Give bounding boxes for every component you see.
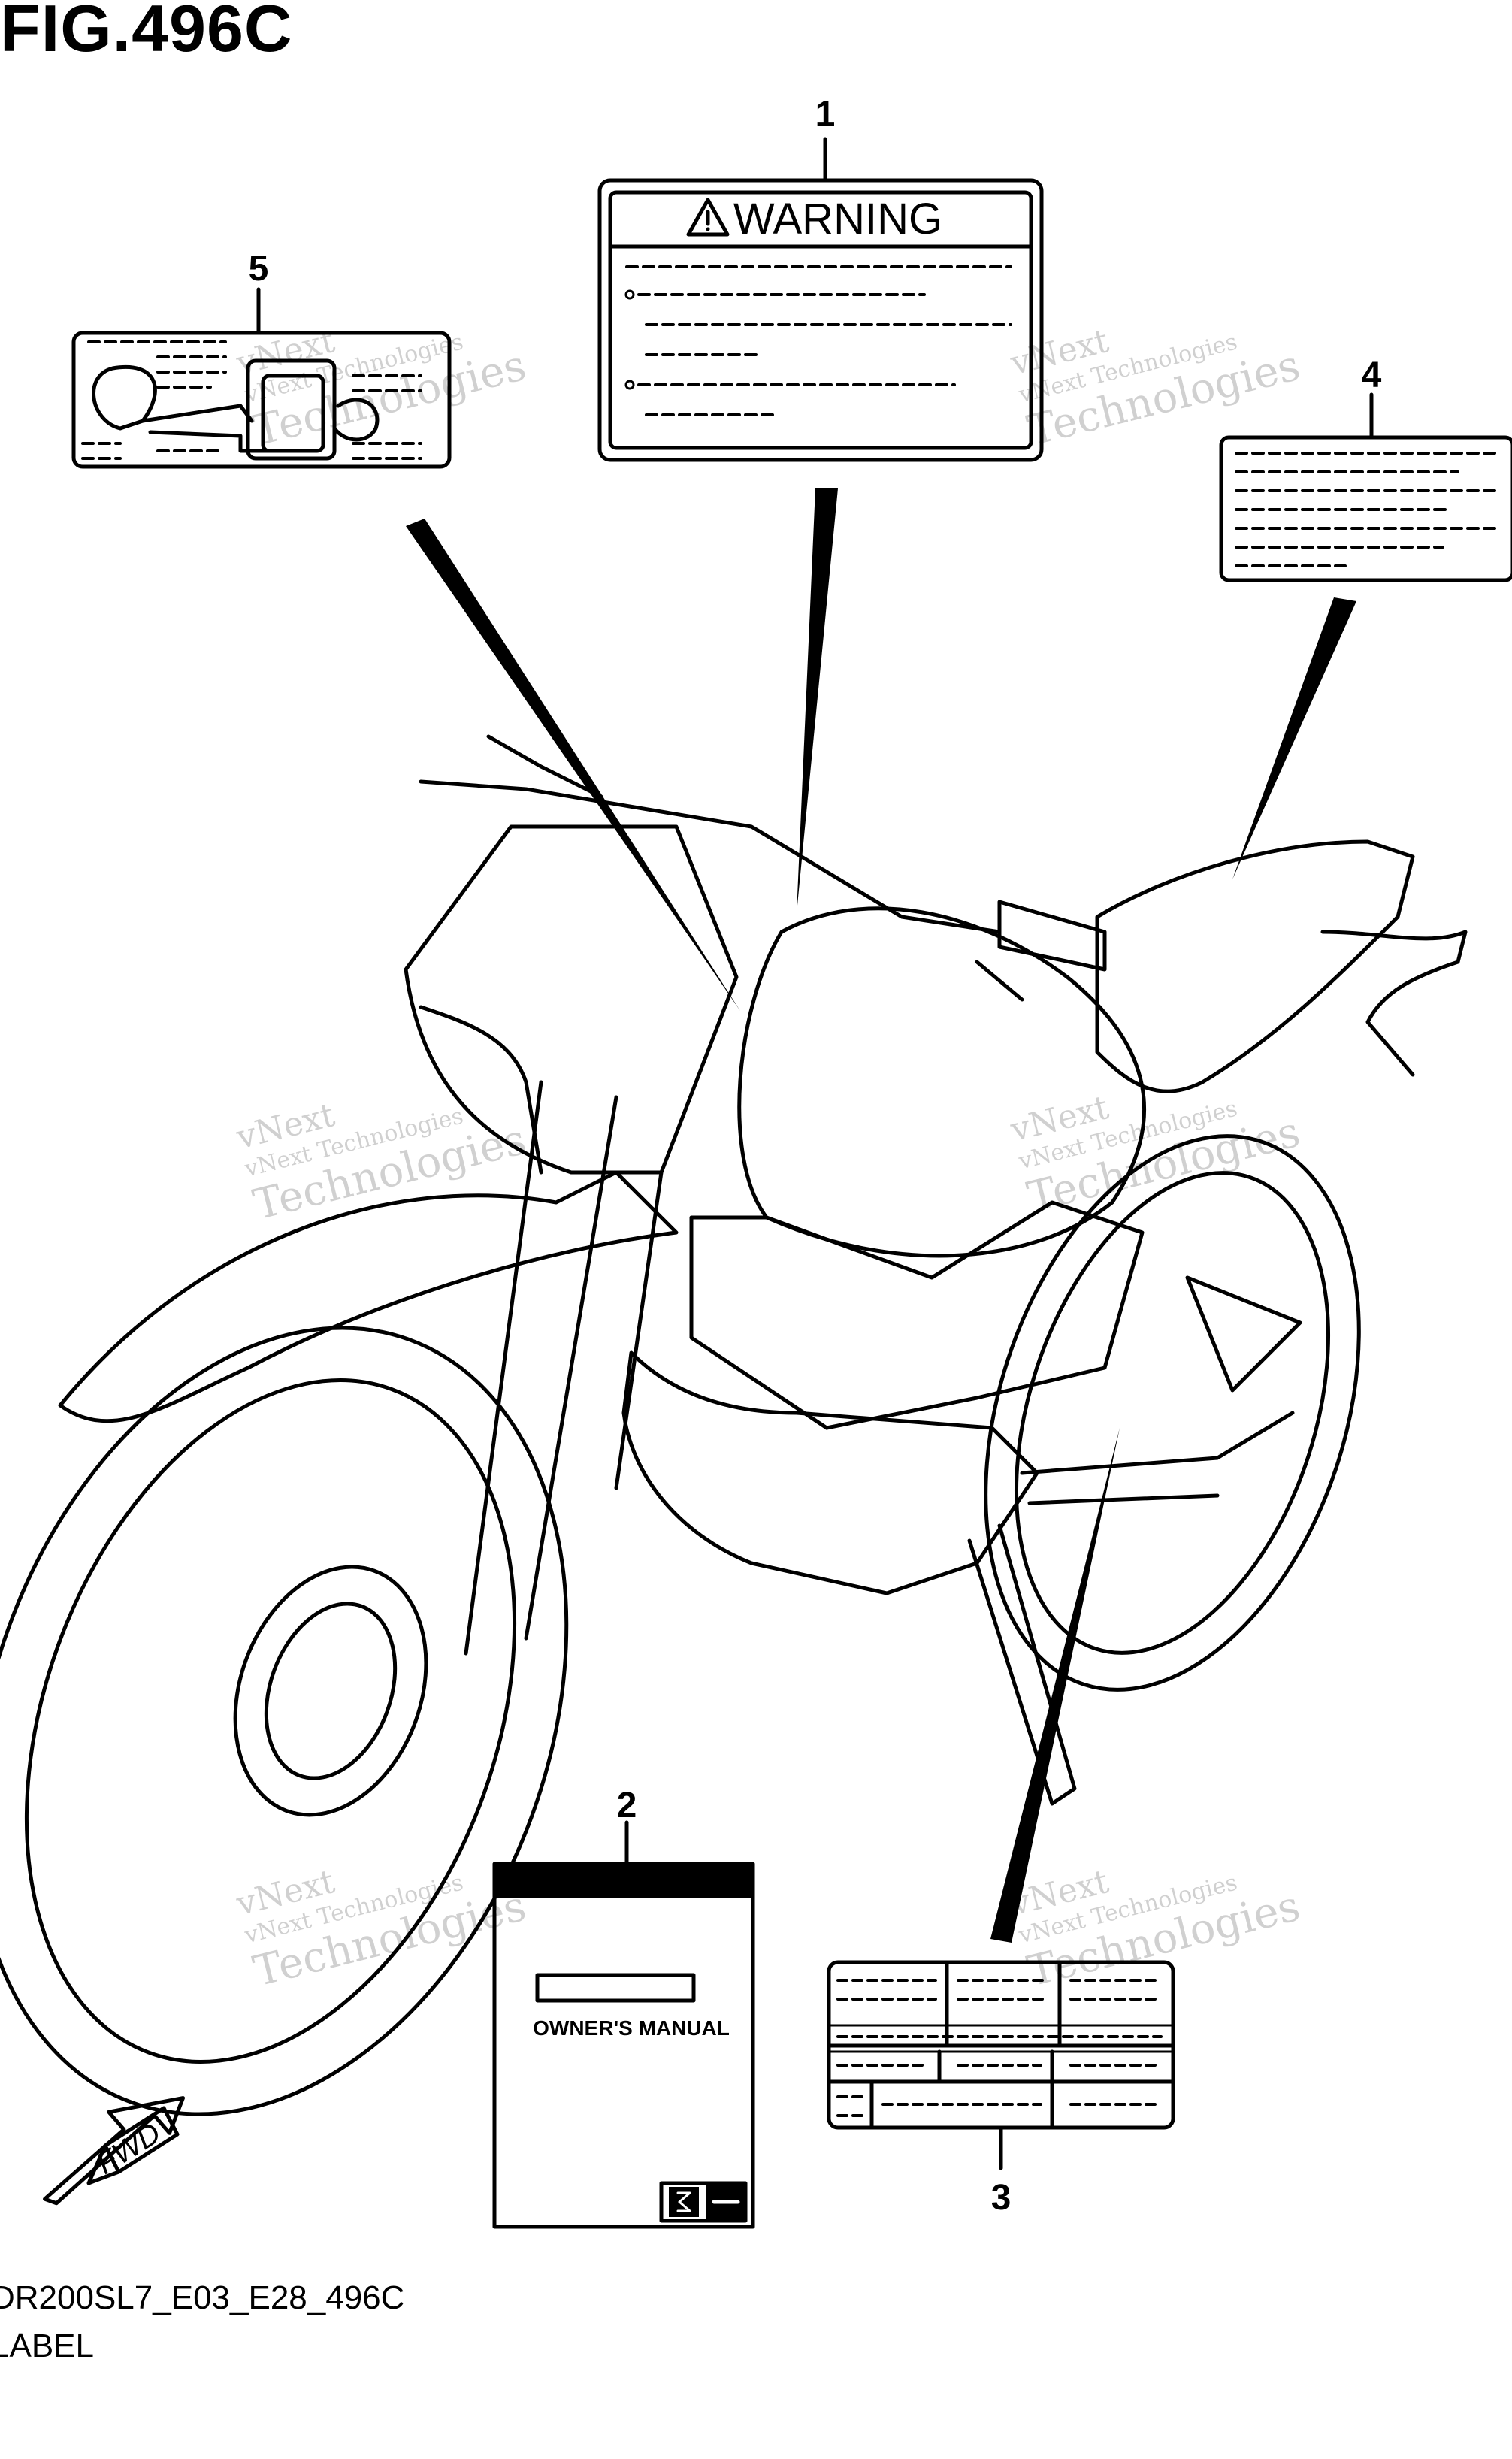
front-fender (58, 1170, 679, 1423)
section-name: LABEL (0, 2327, 94, 2364)
callout-4: 4 (1362, 355, 1382, 395)
leader-line-1 (797, 488, 838, 913)
seat (1095, 839, 1415, 1093)
manual-title: OWNER'S MANUAL (533, 2016, 730, 2040)
caution-label (1219, 435, 1512, 582)
emission-hose-label (71, 331, 452, 469)
callout-3: 3 (991, 2178, 1012, 2218)
warning-label (597, 178, 1044, 462)
motorcycle-outline (0, 734, 1468, 2116)
callout-2: 2 (617, 1786, 637, 1825)
rear-wheel (984, 1134, 1361, 1692)
side-stand (967, 1523, 1077, 1806)
information-label (827, 1960, 1175, 2130)
callout-1: 1 (815, 95, 836, 135)
owners-manual (492, 1862, 755, 2229)
headlight-cowl (404, 824, 739, 1175)
front-fork (464, 1080, 664, 1656)
warning-heading: WARNING (733, 195, 942, 243)
fwd-label: FWD (91, 2116, 167, 2181)
front-hub (233, 1565, 428, 1817)
suzuki-logo-icon (669, 2187, 699, 2217)
leader-line-4 (1232, 597, 1356, 879)
drawing-code: DR200SL7_E03_E28_496C (0, 2279, 405, 2316)
warning-triangle-icon (686, 198, 730, 237)
rear-fender (1320, 930, 1468, 1077)
handlebar (419, 779, 1002, 934)
fwd-arrow-icon (43, 2096, 186, 2206)
engine (621, 1350, 1039, 1595)
swingarm (1020, 1411, 1295, 1505)
leader-line-5 (406, 519, 740, 1011)
figure-title: FIG.496C (0, 0, 293, 65)
leader-line-3 (990, 1428, 1120, 1943)
leader-lines (406, 488, 1356, 1943)
callout-5: 5 (249, 249, 269, 289)
front-wheel (0, 1326, 569, 2116)
fuel-tank (737, 906, 1146, 1258)
